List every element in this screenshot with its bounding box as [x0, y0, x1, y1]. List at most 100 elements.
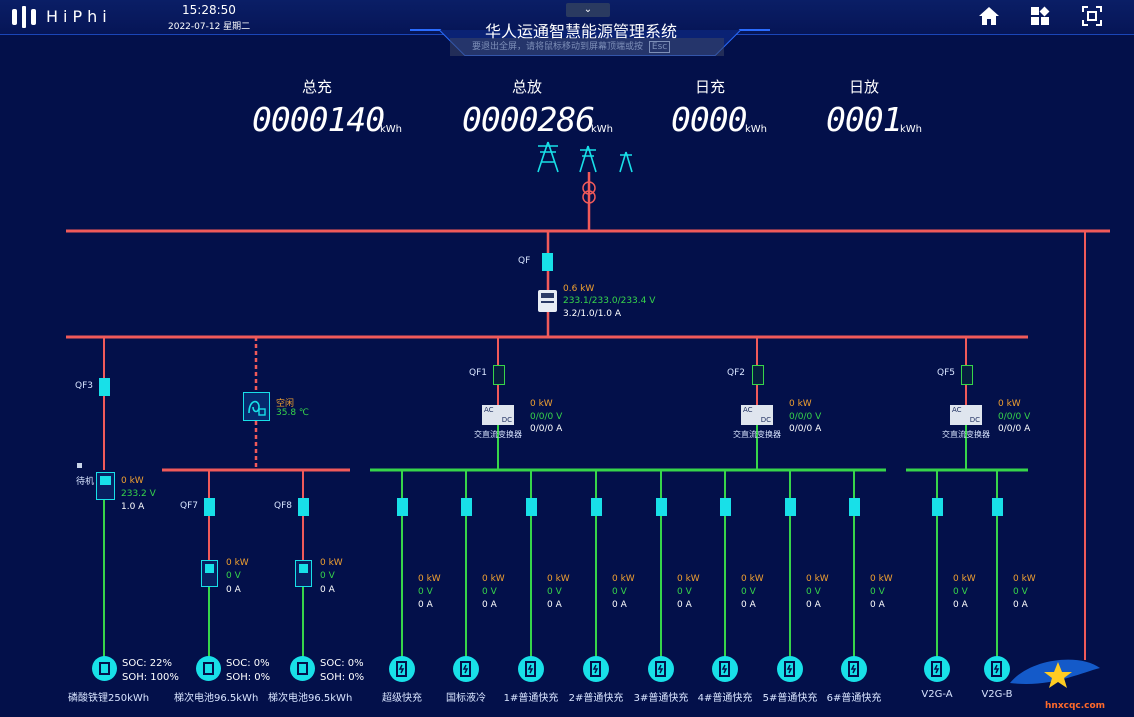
charger-2-name: 国标液冷: [446, 693, 486, 704]
qf8-breaker[interactable]: [298, 498, 309, 516]
qf2-breaker[interactable]: [752, 365, 764, 385]
header-date: 2022-07-12 星期二: [168, 22, 251, 32]
charger-2-breaker[interactable]: [461, 498, 472, 516]
charger-3-breaker[interactable]: [526, 498, 537, 516]
charger-4-current: 0 A: [612, 600, 627, 610]
charger-7-breaker[interactable]: [785, 498, 796, 516]
daily-discharge-value: 0001: [826, 100, 902, 139]
charger-5-name: 3#普通快充: [633, 693, 689, 704]
battery-2-name: 梯次电池96.5kWh: [174, 693, 259, 704]
charger-10-name: V2G-B: [981, 689, 1013, 700]
charger-4-breaker[interactable]: [591, 498, 602, 516]
converter-3-dc: DC: [969, 416, 980, 424]
aircon-icon[interactable]: [243, 392, 270, 421]
charger-1-breaker[interactable]: [397, 498, 408, 516]
qf7-current: 0 A: [226, 585, 241, 595]
page-title: 华人运通智慧能源管理系统: [485, 22, 678, 41]
qf7-voltage: 0 V: [226, 571, 241, 581]
charger-8-icon[interactable]: [841, 656, 867, 682]
charger-8-voltage: 0 V: [870, 587, 885, 597]
qf7-power: 0 kW: [226, 558, 249, 568]
charger-10-breaker[interactable]: [992, 498, 1003, 516]
total-charge-value: 0000140: [252, 100, 385, 139]
qf2-label: QF2: [727, 368, 745, 378]
charger-4-voltage: 0 V: [612, 587, 627, 597]
charger-1-current: 0 A: [418, 600, 433, 610]
charger-6-voltage: 0 V: [741, 587, 756, 597]
qf5-breaker[interactable]: [961, 365, 973, 385]
charger-5-icon[interactable]: [648, 656, 674, 682]
qf7-meter-icon[interactable]: [201, 560, 218, 587]
charger-6-icon[interactable]: [712, 656, 738, 682]
battery-1-icon[interactable]: [92, 656, 117, 681]
total-charge-unit: kWh: [380, 124, 403, 135]
qf3-voltage: 233.2 V: [121, 489, 156, 499]
daily-charge-value: 0000: [671, 100, 747, 139]
battery-2-icon[interactable]: [196, 656, 221, 681]
qf-power: 0.6 kW: [563, 284, 595, 294]
qf8-meter-icon[interactable]: [295, 560, 312, 587]
qf1-breaker[interactable]: [493, 365, 505, 385]
charger-10-icon[interactable]: [984, 656, 1010, 682]
charger-5-breaker[interactable]: [656, 498, 667, 516]
charger-1-power: 0 kW: [418, 574, 441, 584]
charger-3-voltage: 0 V: [547, 587, 562, 597]
total-charge-label: 总充: [301, 78, 332, 96]
charger-6-name: 4#普通快充: [697, 693, 753, 704]
battery-2-soh: SOH: 0%: [226, 672, 271, 683]
battery-3-icon[interactable]: [290, 656, 315, 681]
converter-1-name: 交直流变换器: [474, 430, 522, 439]
collapse-chevron-icon[interactable]: ⌄: [566, 3, 610, 17]
qf3-meter-icon[interactable]: [96, 472, 115, 500]
home-icon[interactable]: [978, 6, 1000, 30]
qf7-label: QF7: [180, 501, 198, 511]
qf-breaker[interactable]: [542, 253, 553, 271]
converter-1-icon[interactable]: AC DC: [482, 405, 514, 425]
charger-10-current: 0 A: [1013, 600, 1028, 610]
qf1-label: QF1: [469, 368, 487, 378]
battery-3-soc: SOC: 0%: [320, 658, 364, 669]
converter-2-power: 0 kW: [789, 399, 812, 409]
charger-4-name: 2#普通快充: [568, 693, 624, 704]
charger-2-icon[interactable]: [453, 656, 479, 682]
charger-4-icon[interactable]: [583, 656, 609, 682]
charger-8-name: 6#普通快充: [826, 693, 882, 704]
charger-5-voltage: 0 V: [677, 587, 692, 597]
converter-3-icon[interactable]: AC DC: [950, 405, 982, 425]
grid-icon[interactable]: [1030, 6, 1050, 30]
charger-8-power: 0 kW: [870, 574, 893, 584]
charger-6-breaker[interactable]: [720, 498, 731, 516]
aircon-status: 空闲: [276, 399, 295, 409]
converter-1-current: 0/0/0 A: [530, 424, 563, 434]
charger-1-icon[interactable]: [389, 656, 415, 682]
qf-voltage: 233.1/233.0/233.4 V: [563, 296, 656, 306]
converter-1-power: 0 kW: [530, 399, 553, 409]
converter-3-voltage: 0/0/0 V: [998, 412, 1031, 422]
charger-3-current: 0 A: [547, 600, 562, 610]
converter-3-current: 0/0/0 A: [998, 424, 1031, 434]
qf7-breaker[interactable]: [204, 498, 215, 516]
battery-1-soh: SOH: 100%: [122, 672, 179, 683]
battery-3-soh: SOH: 0%: [320, 672, 365, 683]
fullscreen-icon[interactable]: [1082, 6, 1102, 30]
watermark-logo-icon: [1000, 648, 1110, 702]
charger-7-icon[interactable]: [777, 656, 803, 682]
qf8-current: 0 A: [320, 585, 335, 595]
charger-9-voltage: 0 V: [953, 587, 968, 597]
qf3-current: 1.0 A: [121, 502, 145, 512]
charger-9-breaker[interactable]: [932, 498, 943, 516]
converter-2-icon[interactable]: AC DC: [741, 405, 773, 425]
charger-3-icon[interactable]: [518, 656, 544, 682]
qf3-status: 待机: [76, 477, 95, 487]
charger-9-name: V2G-A: [921, 689, 953, 700]
meter-icon[interactable]: [538, 290, 557, 312]
converter-1-dc: DC: [501, 416, 512, 424]
charger-8-breaker[interactable]: [849, 498, 860, 516]
qf-label: QF: [518, 256, 531, 266]
charger-7-voltage: 0 V: [806, 587, 821, 597]
qf3-breaker[interactable]: [99, 378, 110, 396]
total-discharge-unit: kWh: [591, 124, 614, 135]
charger-1-name: 超级快充: [382, 693, 422, 704]
charger-3-power: 0 kW: [547, 574, 570, 584]
charger-9-icon[interactable]: [924, 656, 950, 682]
